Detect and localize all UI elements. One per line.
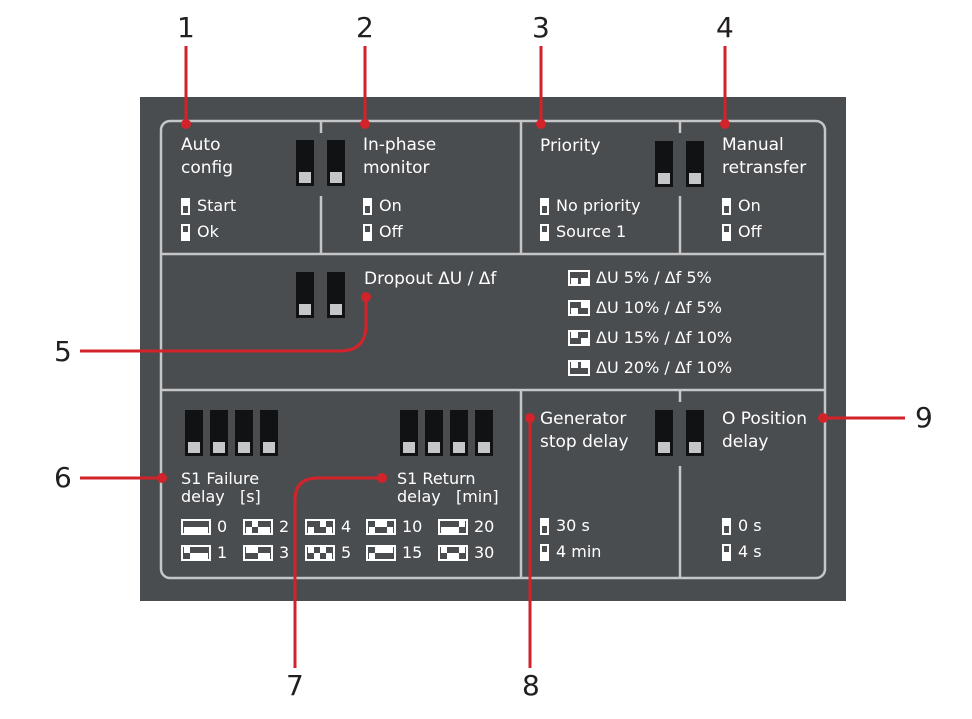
dropout-option-4: ΔU 20% / Δf 10% bbox=[568, 358, 732, 378]
dip-switch-s1-failure-2[interactable] bbox=[210, 410, 228, 456]
dropout-title: Dropout ΔU / Δf bbox=[364, 269, 497, 289]
dip-code-icon bbox=[243, 545, 273, 561]
generator-stop-opt-4min: 4 min bbox=[540, 542, 601, 562]
dropout-option-2: ΔU 10% / Δf 5% bbox=[568, 298, 722, 318]
dip-switch-s1-return-4[interactable] bbox=[475, 410, 493, 456]
callout-5: 5 bbox=[54, 335, 72, 368]
in-phase-title: In-phase monitor bbox=[363, 135, 437, 178]
dip-switch-s1-return-1[interactable] bbox=[400, 410, 418, 456]
delay-code-20: 20 bbox=[438, 517, 494, 537]
dip-switch-s1-failure-4[interactable] bbox=[260, 410, 278, 456]
delay-code-15: 15 bbox=[366, 543, 422, 563]
o-position-opt-4s: 4 s bbox=[722, 542, 762, 562]
in-phase-opt-off: Off bbox=[363, 222, 403, 242]
dip-code-icon bbox=[366, 545, 396, 561]
dip-code-icon bbox=[181, 545, 211, 561]
dip-switch-s1-return-2[interactable] bbox=[425, 410, 443, 456]
switch-up-icon bbox=[540, 197, 549, 215]
priority-opt-source1: Source 1 bbox=[540, 222, 626, 242]
priority-opt-none: No priority bbox=[540, 196, 641, 216]
callout-1: 1 bbox=[177, 11, 195, 44]
o-position-opt-0s: 0 s bbox=[722, 516, 762, 536]
dip-code-icon bbox=[568, 300, 590, 316]
callout-6: 6 bbox=[54, 461, 72, 494]
s1-failure-title: S1 Failure delay [s] bbox=[181, 469, 261, 506]
delay-code-0: 0 bbox=[181, 517, 227, 537]
generator-stop-opt-30s: 30 s bbox=[540, 516, 590, 536]
delay-code-4: 4 bbox=[305, 517, 351, 537]
switch-down-icon bbox=[722, 223, 731, 241]
dip-switch-s1-return-3[interactable] bbox=[450, 410, 468, 456]
dip-code-icon bbox=[568, 360, 590, 376]
delay-code-5: 5 bbox=[305, 543, 351, 563]
generator-stop-title: Generator stop delay bbox=[540, 409, 629, 452]
switch-up-icon bbox=[363, 197, 372, 215]
manual-retransfer-opt-off: Off bbox=[722, 222, 762, 242]
delay-code-1: 1 bbox=[181, 543, 227, 563]
dip-switch-priority[interactable] bbox=[655, 141, 673, 187]
auto-config-title: Auto config bbox=[181, 135, 234, 178]
dip-switch-in-phase[interactable] bbox=[327, 140, 345, 186]
manual-retransfer-opt-on: On bbox=[722, 196, 761, 216]
switch-down-icon bbox=[540, 543, 549, 561]
dip-code-icon bbox=[438, 545, 468, 561]
manual-retransfer-title: Manual retransfer bbox=[722, 135, 807, 178]
switch-up-icon bbox=[722, 197, 731, 215]
dip-code-icon bbox=[568, 330, 590, 346]
auto-config-opt-start: Start bbox=[181, 196, 236, 216]
delay-code-30: 30 bbox=[438, 543, 494, 563]
callout-2: 2 bbox=[356, 11, 374, 44]
switch-up-icon bbox=[722, 517, 731, 535]
callout-8: 8 bbox=[522, 669, 540, 702]
priority-title: Priority bbox=[540, 136, 601, 156]
dip-switch-o-position[interactable] bbox=[686, 410, 704, 456]
dip-switch-manual-retransfer[interactable] bbox=[686, 141, 704, 187]
dip-switch-s1-failure-3[interactable] bbox=[235, 410, 253, 456]
dip-code-icon bbox=[568, 270, 590, 286]
dropout-option-1: ΔU 5% / Δf 5% bbox=[568, 268, 712, 288]
dip-switch-dropout-1[interactable] bbox=[296, 272, 314, 318]
callout-3: 3 bbox=[532, 11, 550, 44]
switch-down-icon bbox=[363, 223, 372, 241]
auto-config-opt-ok: Ok bbox=[181, 222, 219, 242]
switch-down-icon bbox=[540, 223, 549, 241]
s1-return-title: S1 Return delay [min] bbox=[397, 469, 499, 506]
dip-switch-generator-stop[interactable] bbox=[655, 410, 673, 456]
dropout-option-3: ΔU 15% / Δf 10% bbox=[568, 328, 732, 348]
dip-code-icon bbox=[305, 545, 335, 561]
delay-code-3: 3 bbox=[243, 543, 289, 563]
callout-7: 7 bbox=[286, 669, 304, 702]
dip-code-icon bbox=[243, 519, 273, 535]
switch-down-icon bbox=[722, 543, 731, 561]
o-position-title: O Position delay bbox=[722, 409, 807, 452]
switch-down-icon bbox=[181, 223, 190, 241]
dip-switch-s1-failure-1[interactable] bbox=[185, 410, 203, 456]
dip-switch-auto-config[interactable] bbox=[296, 140, 314, 186]
callout-9: 9 bbox=[915, 401, 933, 434]
delay-code-2: 2 bbox=[243, 517, 289, 537]
dip-code-icon bbox=[438, 519, 468, 535]
callout-4: 4 bbox=[716, 11, 734, 44]
dip-switch-dropout-2[interactable] bbox=[327, 272, 345, 318]
delay-code-10: 10 bbox=[366, 517, 422, 537]
switch-up-icon bbox=[181, 197, 190, 215]
dip-code-icon bbox=[181, 519, 211, 535]
dip-code-icon bbox=[366, 519, 396, 535]
dip-code-icon bbox=[305, 519, 335, 535]
in-phase-opt-on: On bbox=[363, 196, 402, 216]
switch-up-icon bbox=[540, 517, 549, 535]
